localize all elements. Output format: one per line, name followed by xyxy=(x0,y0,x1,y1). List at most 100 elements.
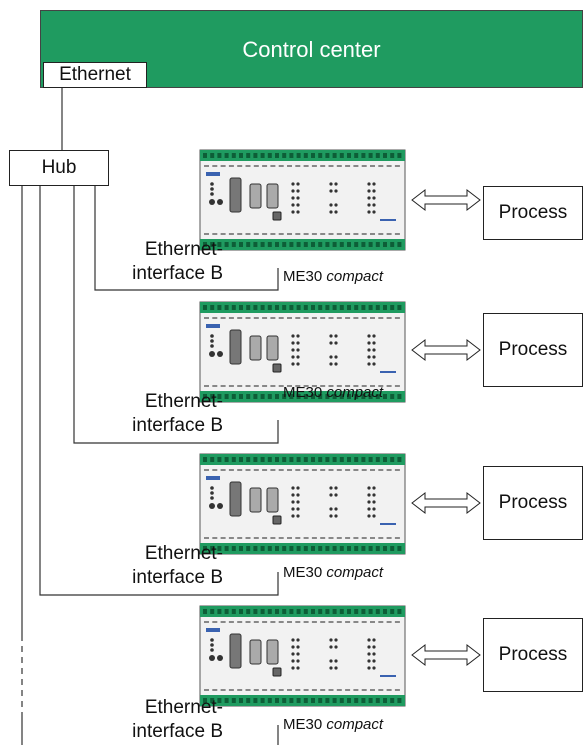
sub-d-connector xyxy=(249,335,262,361)
terminal-screw xyxy=(325,153,330,158)
terminal-screw xyxy=(383,153,387,158)
io-led xyxy=(334,638,338,642)
terminal-marking xyxy=(361,165,367,167)
terminal-marking xyxy=(328,621,334,623)
io-led xyxy=(291,182,295,186)
terminal-screw xyxy=(253,242,258,247)
terminal-screw xyxy=(217,305,222,310)
terminal-marking xyxy=(328,233,334,235)
terminal-screw xyxy=(397,305,402,310)
terminal-screw xyxy=(332,394,337,399)
terminal-marking xyxy=(212,233,218,235)
terminal-screw xyxy=(275,242,279,247)
terminal-screw xyxy=(339,698,344,703)
terminal-marking xyxy=(295,469,301,471)
terminal-screw xyxy=(318,305,323,310)
io-led xyxy=(329,507,333,511)
compact-logo xyxy=(380,675,396,677)
terminal-marking xyxy=(370,233,375,235)
io-led xyxy=(367,362,371,366)
terminal-marking xyxy=(220,233,226,235)
io-led xyxy=(291,196,295,200)
io-led xyxy=(291,486,295,490)
terminal-screw xyxy=(332,153,337,158)
terminal-screw xyxy=(347,242,351,247)
terminal-marking xyxy=(237,385,243,387)
terminal-marking xyxy=(345,469,351,471)
terminal-screw xyxy=(383,242,387,247)
terminal-screw xyxy=(260,609,265,614)
io-led xyxy=(367,341,371,345)
compact-logo xyxy=(380,523,396,525)
terminal-marking xyxy=(353,537,359,539)
io-led xyxy=(372,355,376,359)
terminal-screw xyxy=(253,609,258,614)
terminal-screw xyxy=(246,305,251,310)
terminal-screw xyxy=(260,242,265,247)
terminal-marking xyxy=(228,621,234,623)
terminal-marking xyxy=(270,165,276,167)
terminal-screw xyxy=(311,242,315,247)
terminal-screw xyxy=(217,457,222,462)
io-led xyxy=(372,362,376,366)
terminal-screw xyxy=(361,698,366,703)
io-led xyxy=(296,659,300,663)
terminal-screw xyxy=(332,457,337,462)
terminal-marking xyxy=(394,317,400,319)
rotary-switch xyxy=(217,351,223,357)
terminal-screw xyxy=(282,305,287,310)
terminal-marking xyxy=(295,317,301,319)
terminal-screw xyxy=(390,609,395,614)
rotary-switch xyxy=(209,199,215,205)
terminal-marking xyxy=(237,621,243,623)
terminal-marking xyxy=(287,165,292,167)
brand-logo xyxy=(206,628,220,632)
me30-device-1 xyxy=(199,149,406,251)
terminal-marking xyxy=(345,385,351,387)
bottom-terminal-strip xyxy=(200,239,405,250)
terminal-marking xyxy=(245,165,251,167)
terminal-marking xyxy=(386,537,392,539)
terminal-marking xyxy=(204,385,209,387)
terminal-marking xyxy=(295,621,301,623)
terminal-screw xyxy=(275,609,279,614)
bottom-terminal-strip xyxy=(200,543,405,554)
terminal-marking xyxy=(295,233,301,235)
io-led xyxy=(329,182,333,186)
terminal-marking xyxy=(287,689,292,691)
terminal-screw xyxy=(253,153,258,158)
terminal-screw xyxy=(397,609,402,614)
terminal-screw xyxy=(397,698,402,703)
terminal-marking xyxy=(220,385,226,387)
terminal-marking xyxy=(270,621,276,623)
io-led xyxy=(367,182,371,186)
terminal-screw xyxy=(347,394,351,399)
terminal-screw xyxy=(303,394,308,399)
terminal-screw xyxy=(282,242,287,247)
io-led xyxy=(334,514,338,518)
terminal-marking xyxy=(345,233,351,235)
io-led xyxy=(367,203,371,207)
terminal-marking xyxy=(370,689,375,691)
io-led xyxy=(296,334,300,338)
terminal-marking xyxy=(278,385,284,387)
sub-d-connector xyxy=(266,335,279,361)
terminal-marking xyxy=(311,469,317,471)
unit-4-process-box: Process xyxy=(483,618,583,692)
terminal-marking xyxy=(287,469,292,471)
terminal-screw xyxy=(267,394,272,399)
terminal-marking xyxy=(228,385,234,387)
terminal-marking xyxy=(336,385,342,387)
io-led xyxy=(367,334,371,338)
io-led xyxy=(296,507,300,511)
terminal-screw xyxy=(282,457,287,462)
terminal-screw xyxy=(339,457,344,462)
io-led xyxy=(291,638,295,642)
terminal-marking xyxy=(320,689,326,691)
terminal-screw xyxy=(339,394,344,399)
terminal-marking xyxy=(228,317,234,319)
terminal-screw xyxy=(275,153,279,158)
io-led xyxy=(334,645,338,649)
unit-1-interface-label: Ethernet- interface B xyxy=(95,238,223,286)
io-led xyxy=(291,348,295,352)
